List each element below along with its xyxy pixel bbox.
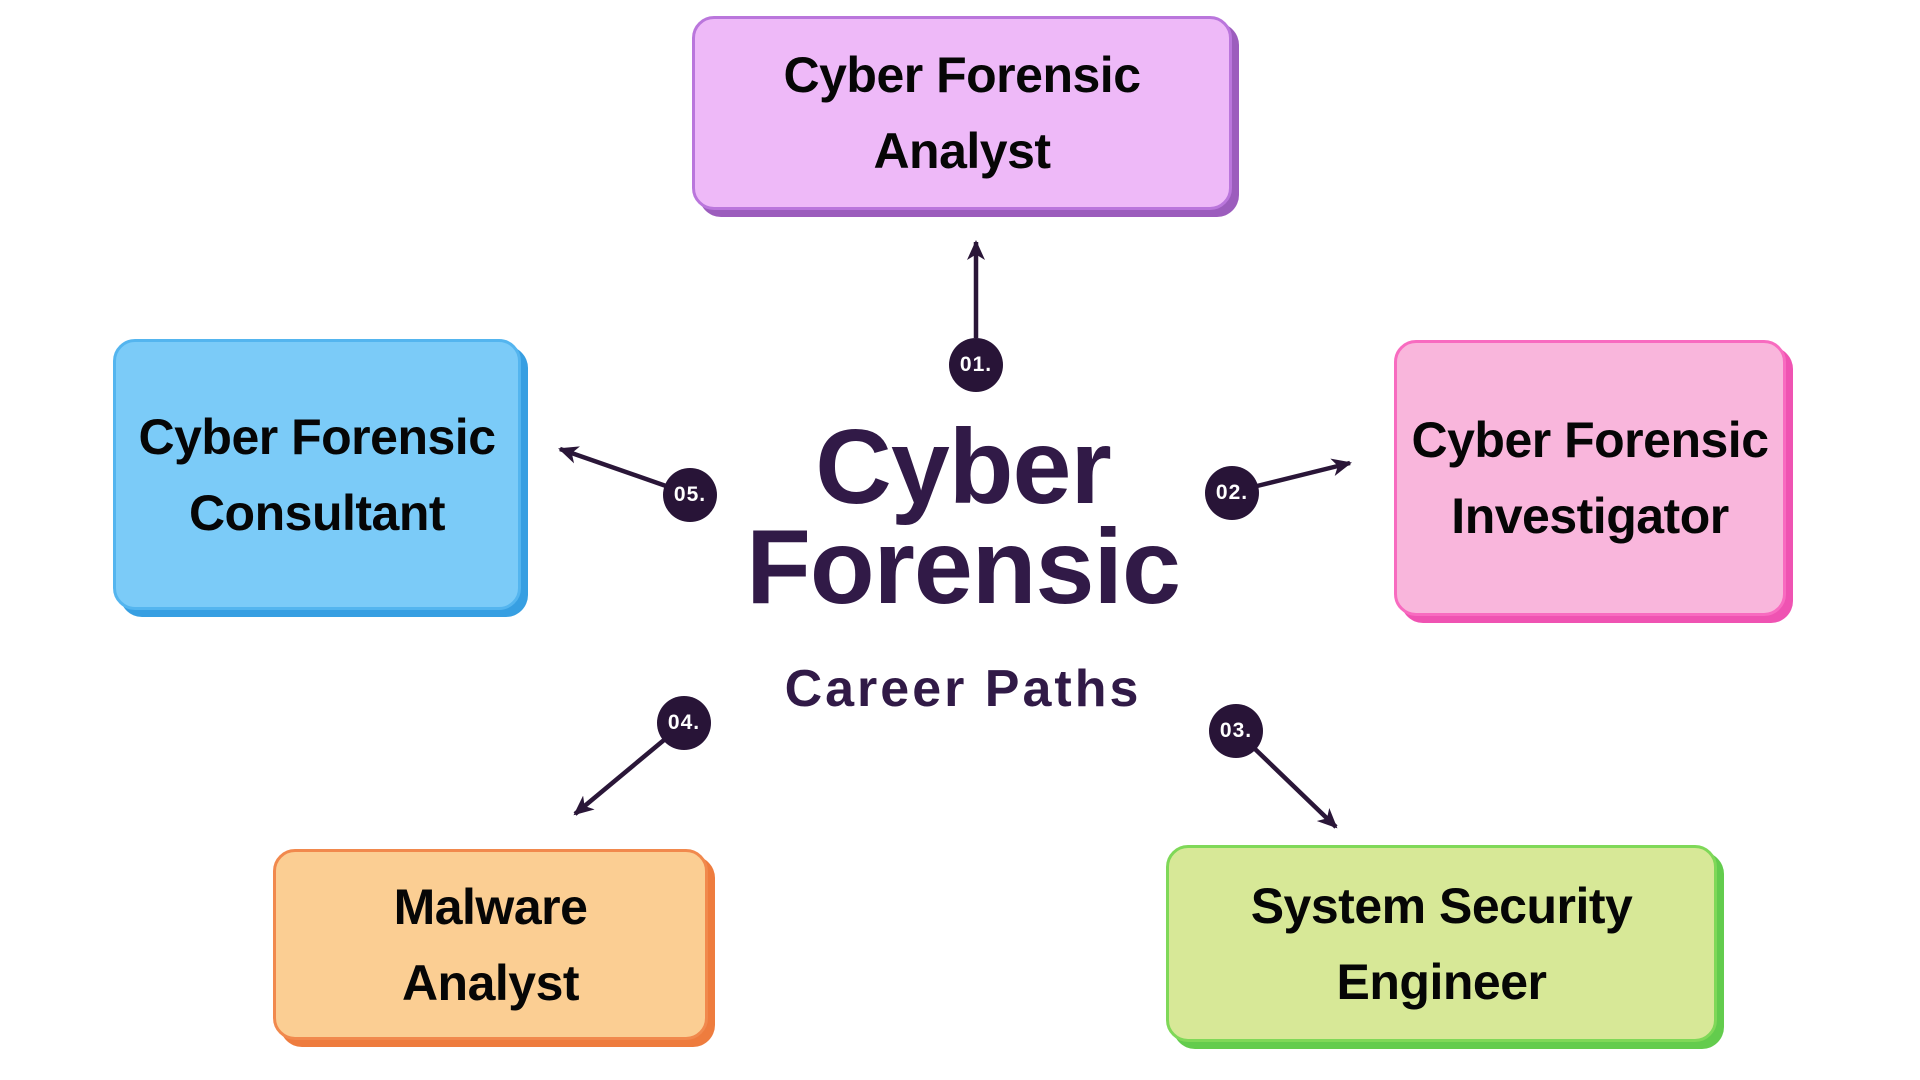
node-label-line2: Analyst xyxy=(873,123,1051,179)
node-label-line2: Engineer xyxy=(1336,953,1547,1010)
node-label-line2: Investigator xyxy=(1451,488,1729,544)
node-label-line1: Malware xyxy=(393,878,588,935)
title-line1: Cyber xyxy=(815,408,1111,526)
badge-05: 05. xyxy=(663,468,717,522)
badge-04: 04. xyxy=(657,696,711,750)
arrow-02-to-investigator xyxy=(1256,458,1352,489)
node-cyber-forensic-investigator: Cyber Forensic Investigator xyxy=(1394,340,1786,616)
page-title: Cyber Forensic xyxy=(563,408,1363,626)
badge-label: 03. xyxy=(1219,719,1253,742)
node-cyber-forensic-analyst: Cyber Forensic Analyst xyxy=(692,16,1232,210)
arrow-03-to-engineer xyxy=(1253,747,1338,829)
node-system-security-engineer: System Security Engineer xyxy=(1166,845,1717,1042)
node-label-line1: Cyber Forensic xyxy=(783,47,1141,103)
badge-label: 02. xyxy=(1215,481,1249,504)
badge-label: 05. xyxy=(673,483,707,506)
node-label-line1: Cyber Forensic xyxy=(138,408,496,465)
badge-01: 01. xyxy=(949,338,1003,392)
badge-label: 04. xyxy=(667,711,701,734)
node-label-line1: Cyber Forensic xyxy=(1411,412,1769,468)
badge-02: 02. xyxy=(1205,466,1259,520)
node-label-line2: Analyst xyxy=(401,954,580,1011)
badge-label: 01. xyxy=(959,353,993,376)
center-title: Cyber Forensic Career Paths xyxy=(563,408,1363,719)
node-label-line1: System Security xyxy=(1250,877,1633,934)
node-cyber-forensic-consultant: Cyber Forensic Consultant xyxy=(113,339,521,610)
node-label-line2: Consultant xyxy=(188,484,446,541)
node-malware-analyst: Malware Analyst xyxy=(273,849,708,1040)
arrow-04-to-malware xyxy=(573,738,666,816)
badge-03: 03. xyxy=(1209,704,1263,758)
title-line2: Forensic xyxy=(746,508,1181,626)
arrow-05-to-consultant xyxy=(558,446,667,489)
page-subtitle: Career Paths xyxy=(784,660,1142,718)
